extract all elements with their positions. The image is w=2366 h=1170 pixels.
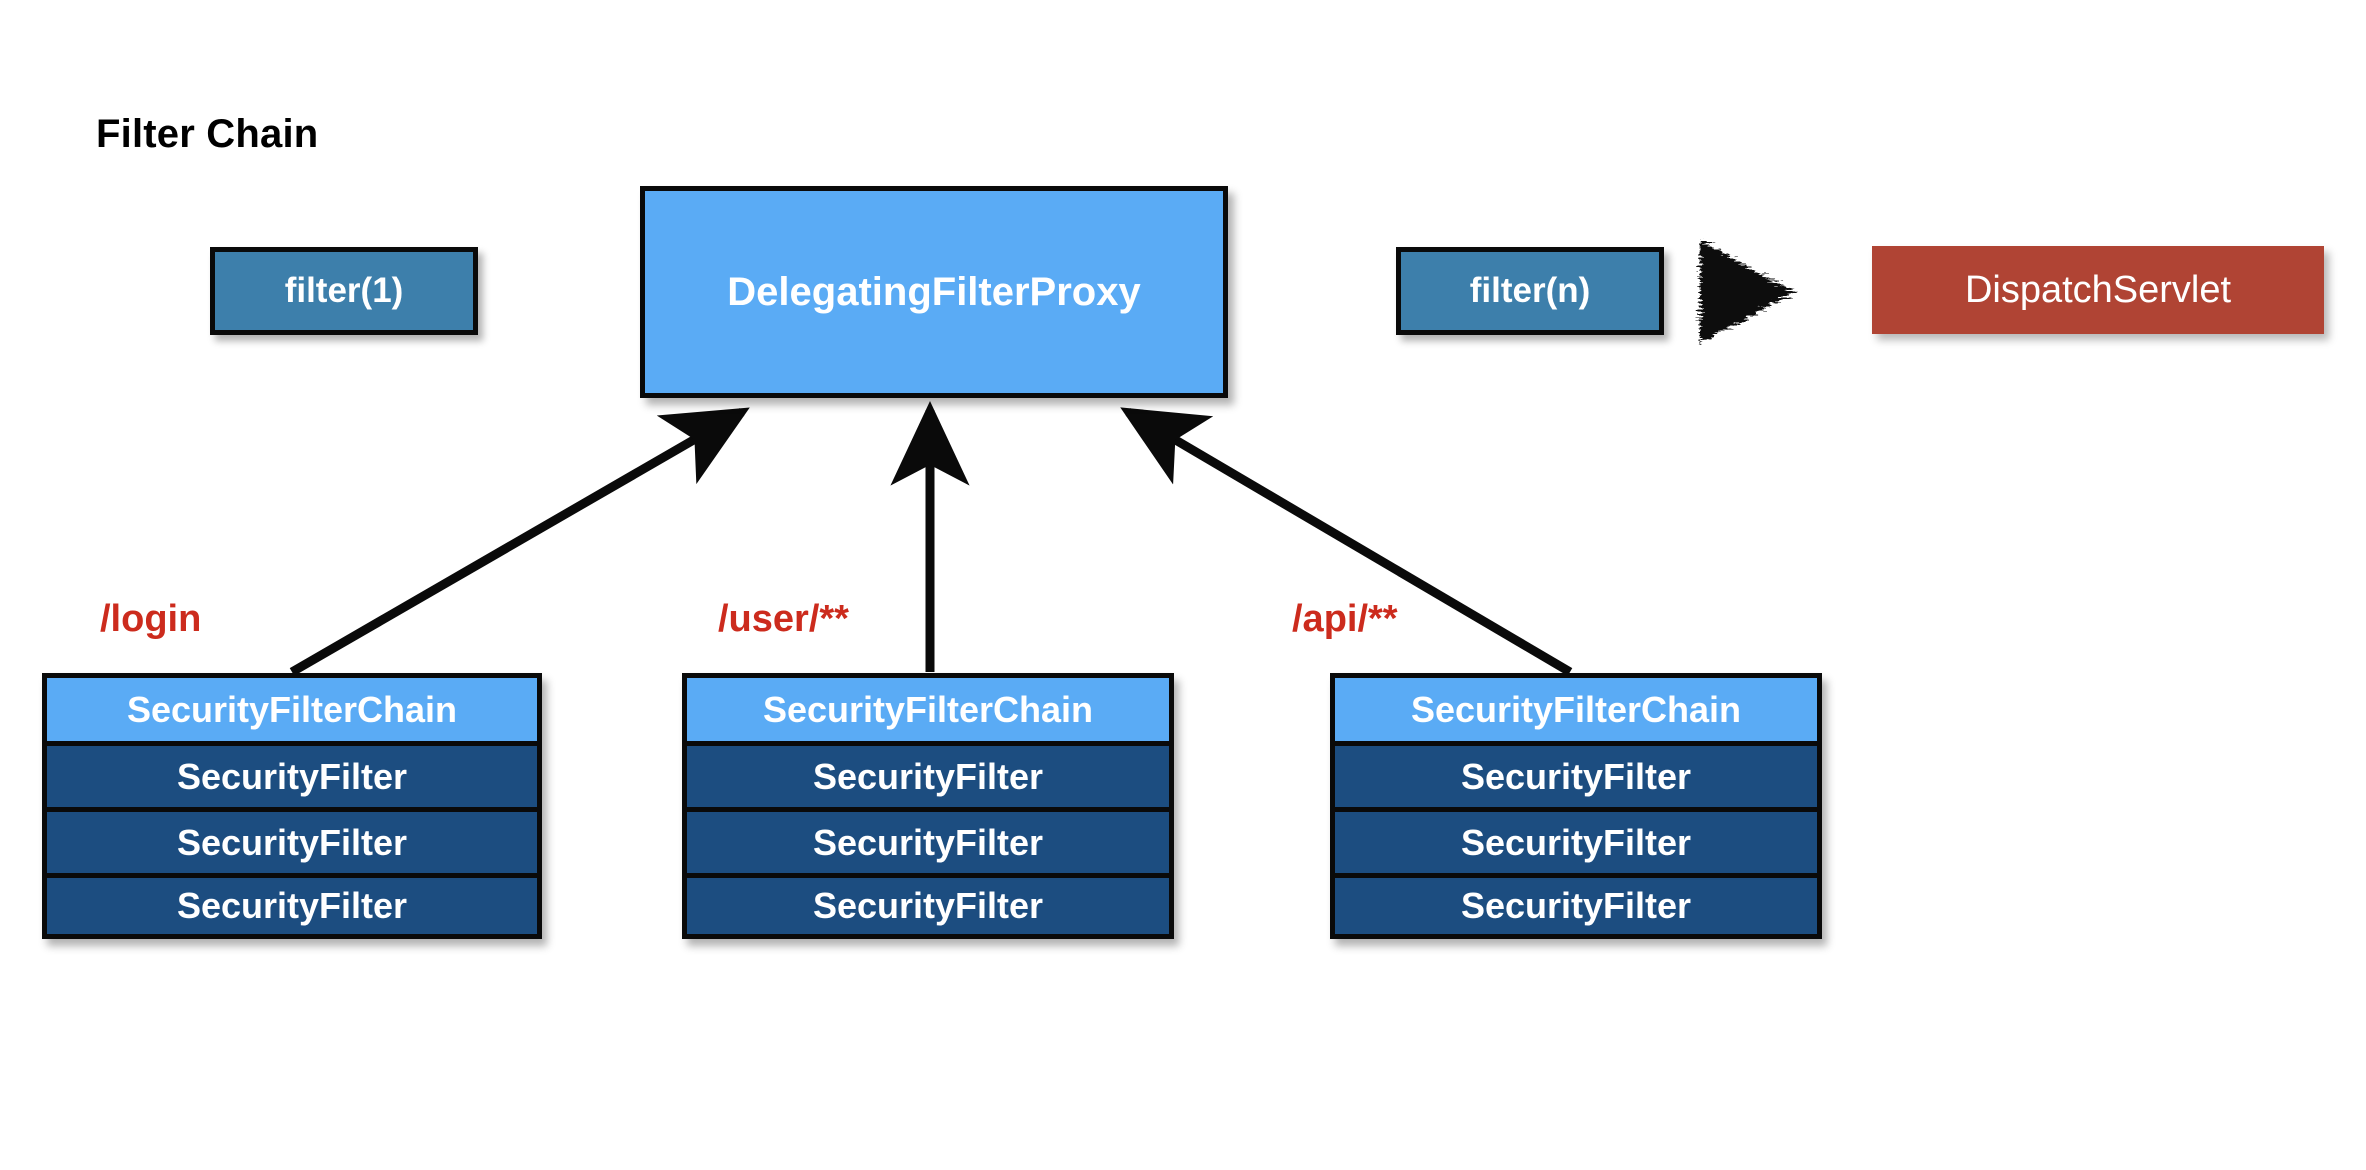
page-title: Filter Chain	[96, 112, 319, 156]
node-delegating-filter-proxy[interactable]: DelegatingFilterProxy	[640, 186, 1228, 398]
node-filter-1[interactable]: filter(1)	[210, 247, 478, 335]
security-filter-row[interactable]: SecurityFilter	[682, 807, 1174, 873]
chain-header: SecurityFilterChain	[1330, 673, 1822, 741]
dispatch-arrowhead	[1700, 240, 1794, 344]
security-filter-row[interactable]: SecurityFilter	[42, 741, 542, 807]
security-filter-row[interactable]: SecurityFilter	[42, 807, 542, 873]
chain-header: SecurityFilterChain	[682, 673, 1174, 741]
chain-header: SecurityFilterChain	[42, 673, 542, 741]
security-filter-row[interactable]: SecurityFilter	[42, 873, 542, 939]
path-label-login: /login	[100, 598, 202, 640]
node-filter-n[interactable]: filter(n)	[1396, 247, 1664, 335]
security-filter-row[interactable]: SecurityFilter	[1330, 873, 1822, 939]
node-dispatch-servlet-label: DispatchServlet	[1964, 268, 2232, 311]
path-label-user: /user/**	[718, 598, 849, 640]
node-filter-1-label: filter(1)	[284, 271, 404, 310]
node-dispatch-servlet[interactable]: DispatchServlet	[1872, 246, 2324, 334]
arrow-login-to-proxy	[289, 407, 750, 676]
path-label-api: /api/**	[1292, 598, 1398, 640]
node-filter-n-label: filter(n)	[1469, 271, 1591, 310]
security-filter-chain-user[interactable]: SecurityFilterChain SecurityFilter Secur…	[682, 673, 1174, 939]
security-filter-row[interactable]: SecurityFilter	[682, 873, 1174, 939]
node-delegating-filter-proxy-label: DelegatingFilterProxy	[727, 269, 1141, 314]
security-filter-row[interactable]: SecurityFilter	[1330, 807, 1822, 873]
security-filter-chain-login[interactable]: SecurityFilterChain SecurityFilter Secur…	[42, 673, 542, 939]
security-filter-row[interactable]: SecurityFilter	[1330, 741, 1822, 807]
security-filter-chain-api[interactable]: SecurityFilterChain SecurityFilter Secur…	[1330, 673, 1822, 939]
security-filter-row[interactable]: SecurityFilter	[682, 741, 1174, 807]
